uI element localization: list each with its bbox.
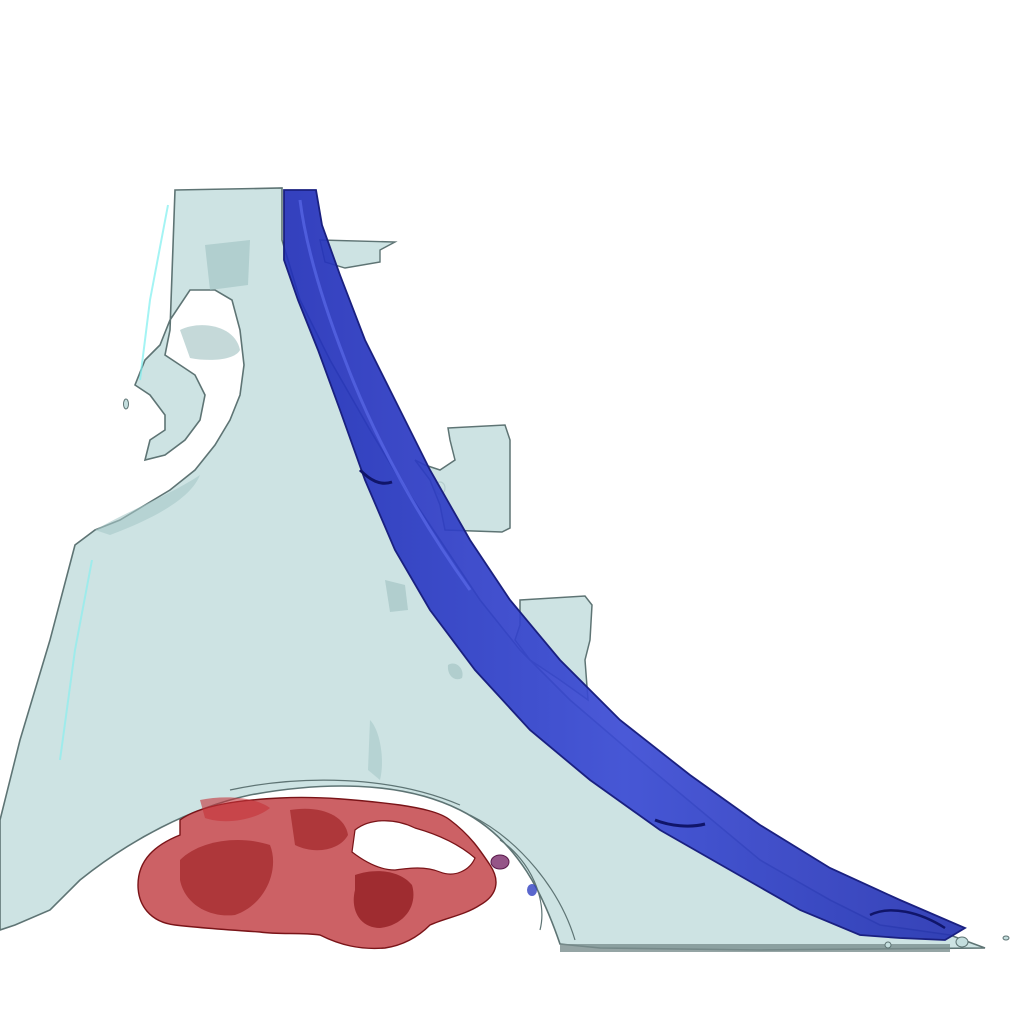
blue-plate-crease (869, 909, 946, 930)
shell-inner-contour (499, 839, 543, 931)
blue-plate-crease (654, 818, 706, 828)
shell-highlight (59, 559, 93, 761)
shell-inner-contour (469, 814, 576, 941)
blue-plate-highlight (298, 199, 472, 591)
shell-speck (123, 398, 129, 410)
shell-shading-patch (368, 720, 382, 780)
shell-inner-contour (229, 779, 461, 806)
shell-shading-patch (180, 325, 240, 360)
shell-speck (955, 936, 969, 948)
shell-bottom-rim (560, 944, 950, 952)
red-mass (137, 796, 537, 950)
shell-shading-patch (95, 475, 200, 535)
red-mass-node (490, 854, 510, 870)
bone-shell (0, 187, 1010, 952)
red-mass-core (353, 871, 414, 928)
shell-shading-patch (385, 580, 408, 612)
red-mass-core (200, 797, 270, 822)
shell-speck (1002, 935, 1010, 941)
blue-plate (283, 189, 967, 941)
red-mass-core (180, 840, 274, 916)
bone-shell-surface (0, 187, 986, 951)
red-mass-core (290, 808, 348, 851)
shell-highlight (139, 204, 169, 381)
blue-plate-crease (358, 468, 393, 485)
red-mass-hollow (351, 820, 476, 875)
shell-shading-patch (447, 663, 463, 680)
shell-speck (884, 941, 892, 949)
shell-shading-patch (205, 240, 250, 290)
blue-plate-surface (283, 189, 967, 941)
blue-node (527, 884, 537, 896)
